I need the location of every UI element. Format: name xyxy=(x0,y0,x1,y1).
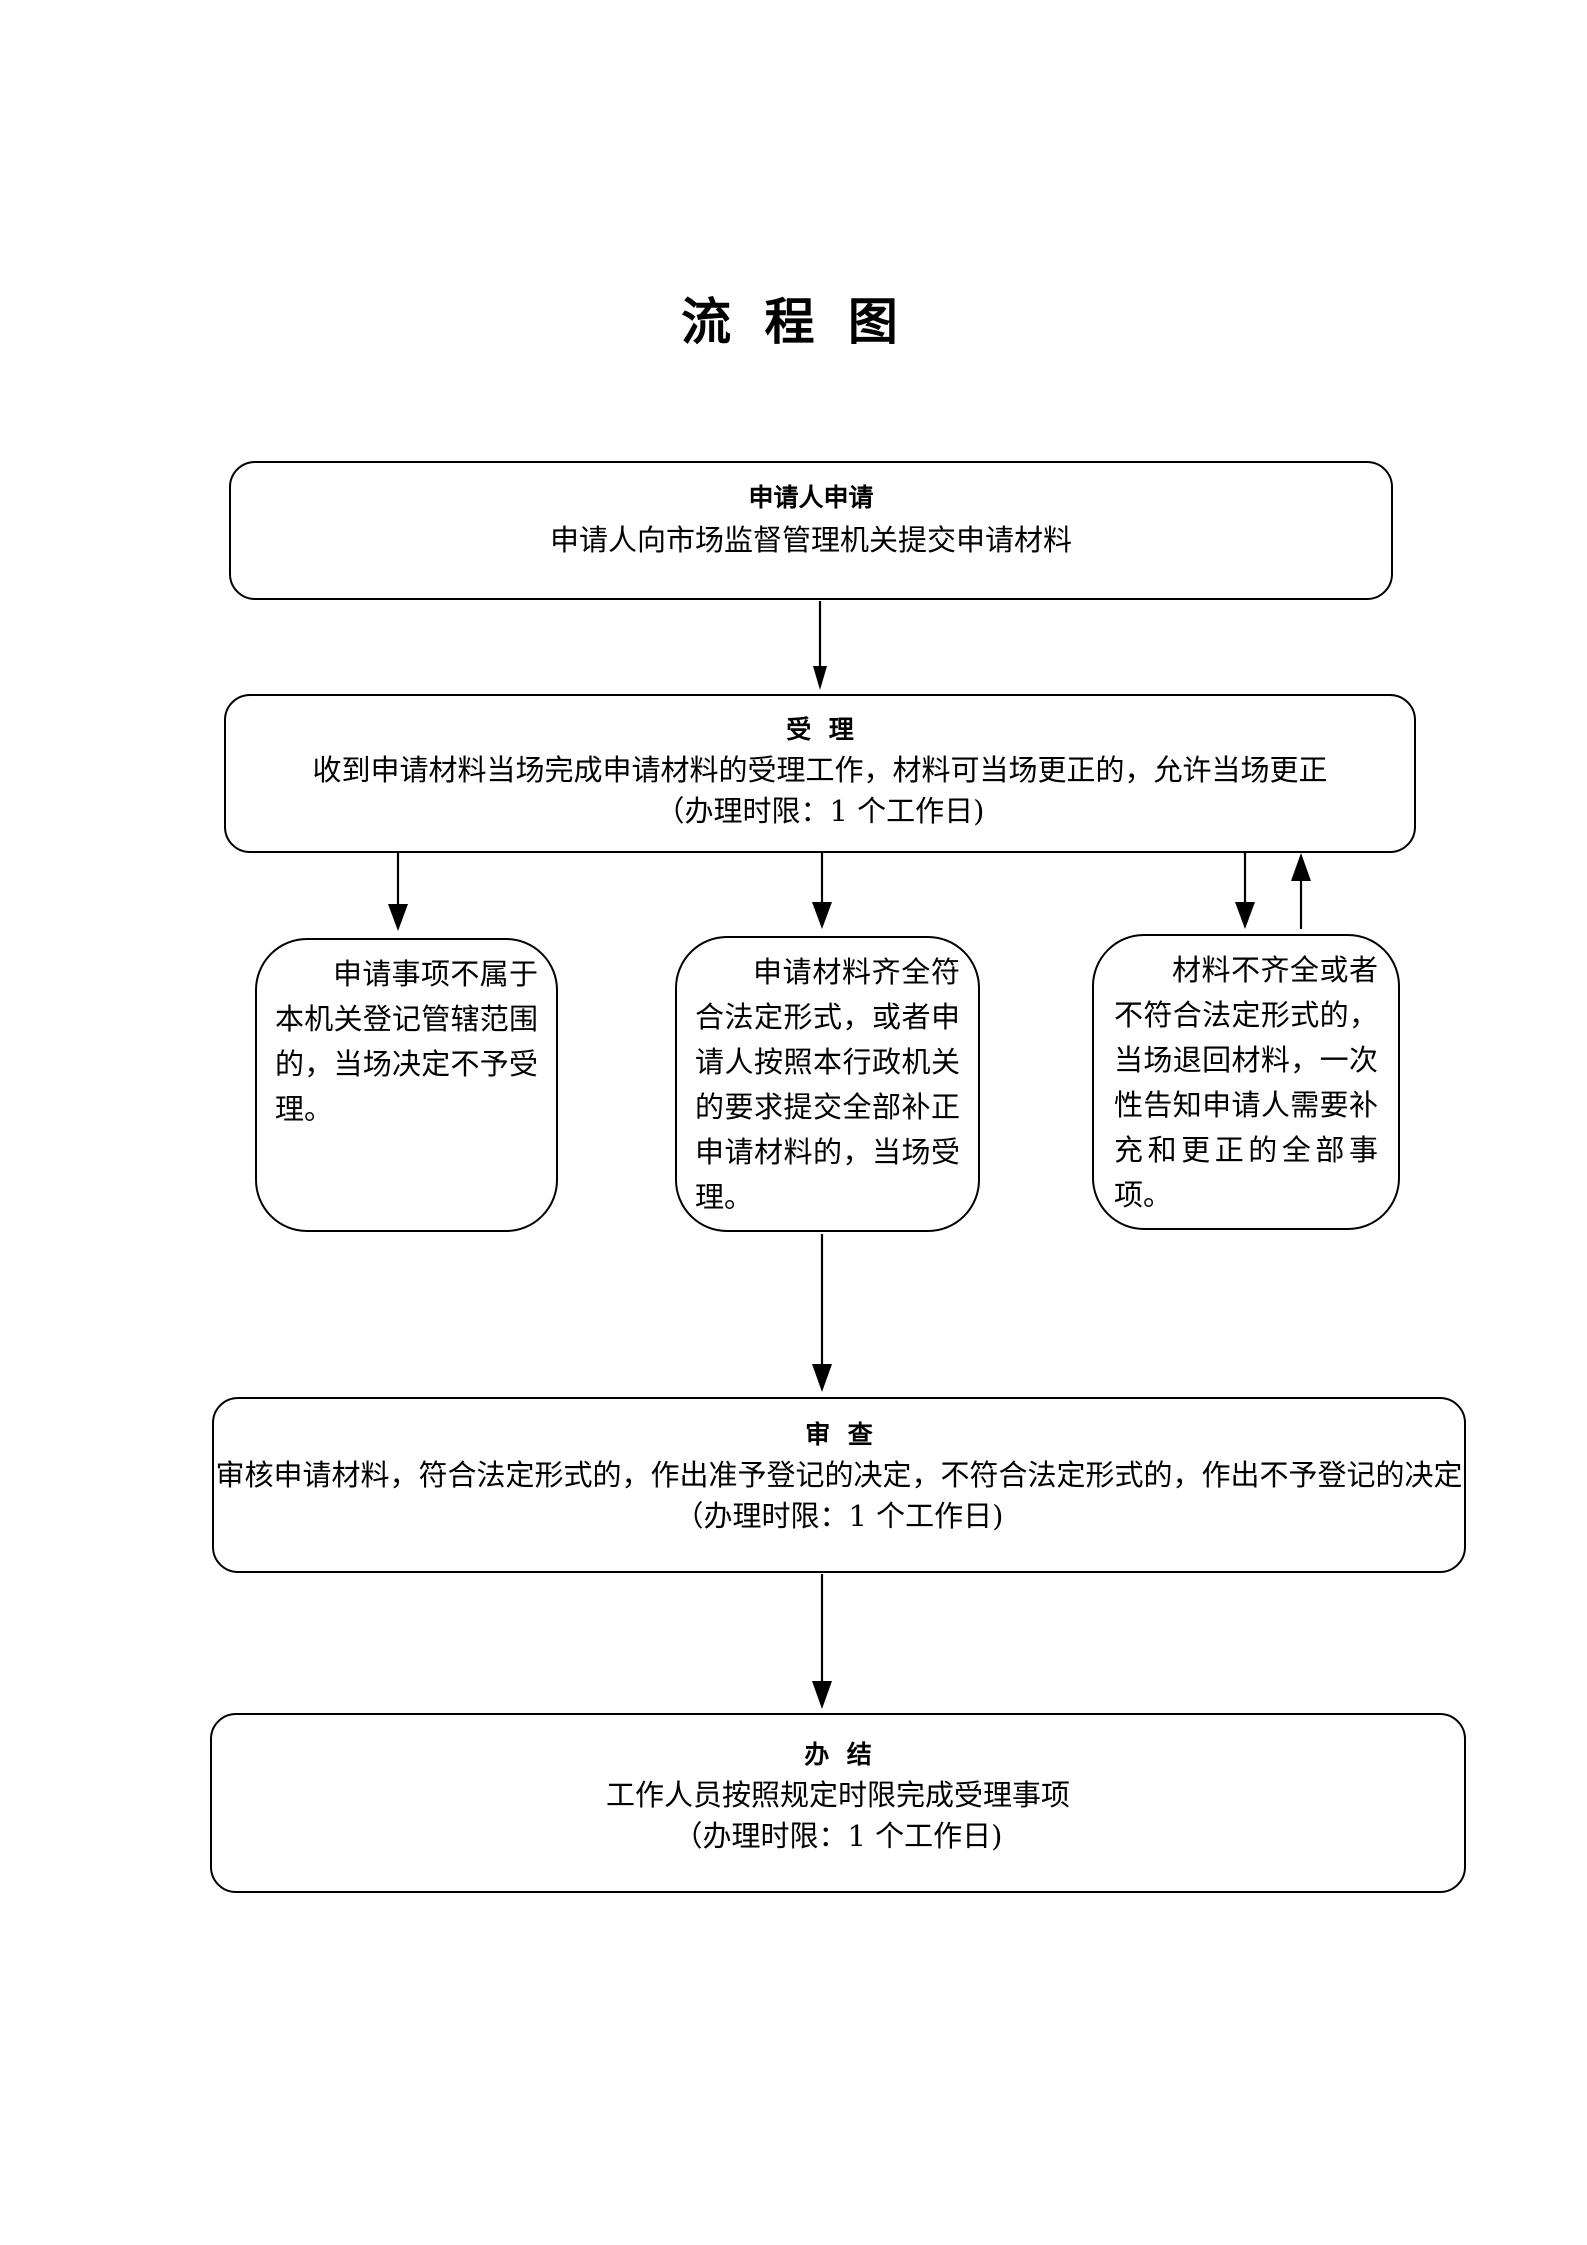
node-body: 材料不齐全或者不符合法定形式的，当场退回材料，一次性告知申请人需要补充和更正的全… xyxy=(1114,953,1378,1212)
node-branch-returned: 材料不齐全或者不符合法定形式的，当场退回材料，一次性告知申请人需要补充和更正的全… xyxy=(1092,934,1400,1230)
arrow-branch-right-to-step2 xyxy=(1291,853,1311,929)
node-body: 申请人向市场监督管理机关提交申请材料 xyxy=(549,523,1072,557)
node-time-limit: （办理时限：1 个工作日) xyxy=(655,794,985,828)
node-body: 工作人员按照规定时限完成受理事项 xyxy=(605,1778,1070,1812)
arrow-step2-to-branch-middle xyxy=(812,853,832,929)
node-title: 受 理 xyxy=(786,715,854,744)
node-time-limit: （办理时限：1 个工作日) xyxy=(674,1499,1004,1533)
arrow-step2-to-branch-left xyxy=(388,853,408,931)
arrow-branch-middle-to-step3 xyxy=(812,1234,832,1392)
node-body: 申请材料齐全符合法定形式，或者申请人按照本行政机关的要求提交全部补正申请材料的，… xyxy=(695,955,960,1214)
node-acceptance: 受 理 收到申请材料当场完成申请材料的受理工作，材料可当场更正的，允许当场更正 … xyxy=(224,694,1416,853)
node-body: 收到申请材料当场完成申请材料的受理工作，材料可当场更正的，允许当场更正 xyxy=(312,753,1328,787)
node-branch-accepted: 申请材料齐全符合法定形式，或者申请人按照本行政机关的要求提交全部补正申请材料的，… xyxy=(675,936,980,1232)
node-body: 申请事项不属于本机关登记管辖范围的，当场决定不予受理。 xyxy=(275,957,538,1126)
arrow-step2-to-branch-right xyxy=(1235,853,1255,929)
node-title: 申请人申请 xyxy=(748,483,874,512)
node-branch-not-accepted: 申请事项不属于本机关登记管辖范围的，当场决定不予受理。 xyxy=(255,938,558,1232)
node-body: 审核申请材料，符合法定形式的，作出准予登记的决定，不符合法定形式的，作出不予登记… xyxy=(215,1458,1463,1492)
node-review: 审 查 审核申请材料，符合法定形式的，作出准予登记的决定，不符合法定形式的，作出… xyxy=(212,1397,1466,1573)
arrow-step1-to-step2 xyxy=(813,601,827,690)
node-title: 审 查 xyxy=(805,1420,873,1449)
page-title: 流 程 图 xyxy=(681,292,906,351)
node-title: 办 结 xyxy=(804,1740,872,1769)
node-completion: 办 结 工作人员按照规定时限完成受理事项 （办理时限：1 个工作日) xyxy=(210,1713,1466,1893)
node-applicant-application: 申请人申请 申请人向市场监督管理机关提交申请材料 xyxy=(229,461,1393,600)
arrow-step3-to-step4 xyxy=(812,1574,832,1709)
node-time-limit: （办理时限：1 个工作日) xyxy=(673,1819,1003,1853)
